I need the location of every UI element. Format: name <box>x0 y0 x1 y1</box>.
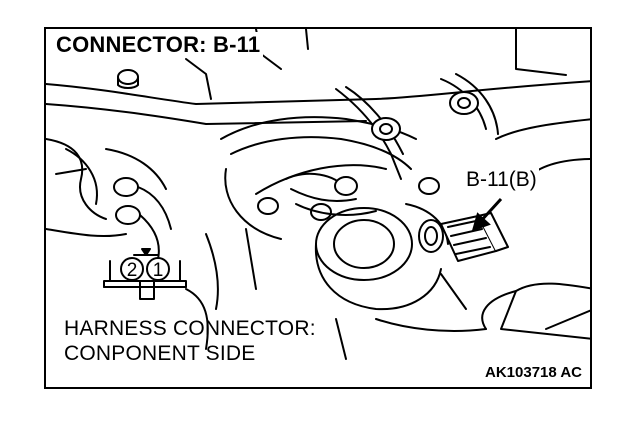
figure-code: AK103718 AC <box>485 364 582 381</box>
harness-label-line1: HARNESS CONNECTOR: <box>64 317 316 340</box>
pin-label: 1 <box>153 260 164 281</box>
harness-label-line2: CONPONENT SIDE <box>64 342 256 365</box>
callout-arrow <box>471 197 503 232</box>
connector-pins: 2 1 <box>120 257 170 281</box>
connector-title: CONNECTOR: B-11 <box>53 32 264 58</box>
engine-illustration: 2 1 <box>46 29 590 360</box>
pin-label: 2 <box>127 260 138 281</box>
connector-callout-label: B-11(B) <box>464 168 539 192</box>
diagram-frame: 2 1 CONNECTOR: B-11 B-11(B) HARNESS CONN… <box>44 27 592 389</box>
harness-connector-symbol <box>103 248 187 300</box>
